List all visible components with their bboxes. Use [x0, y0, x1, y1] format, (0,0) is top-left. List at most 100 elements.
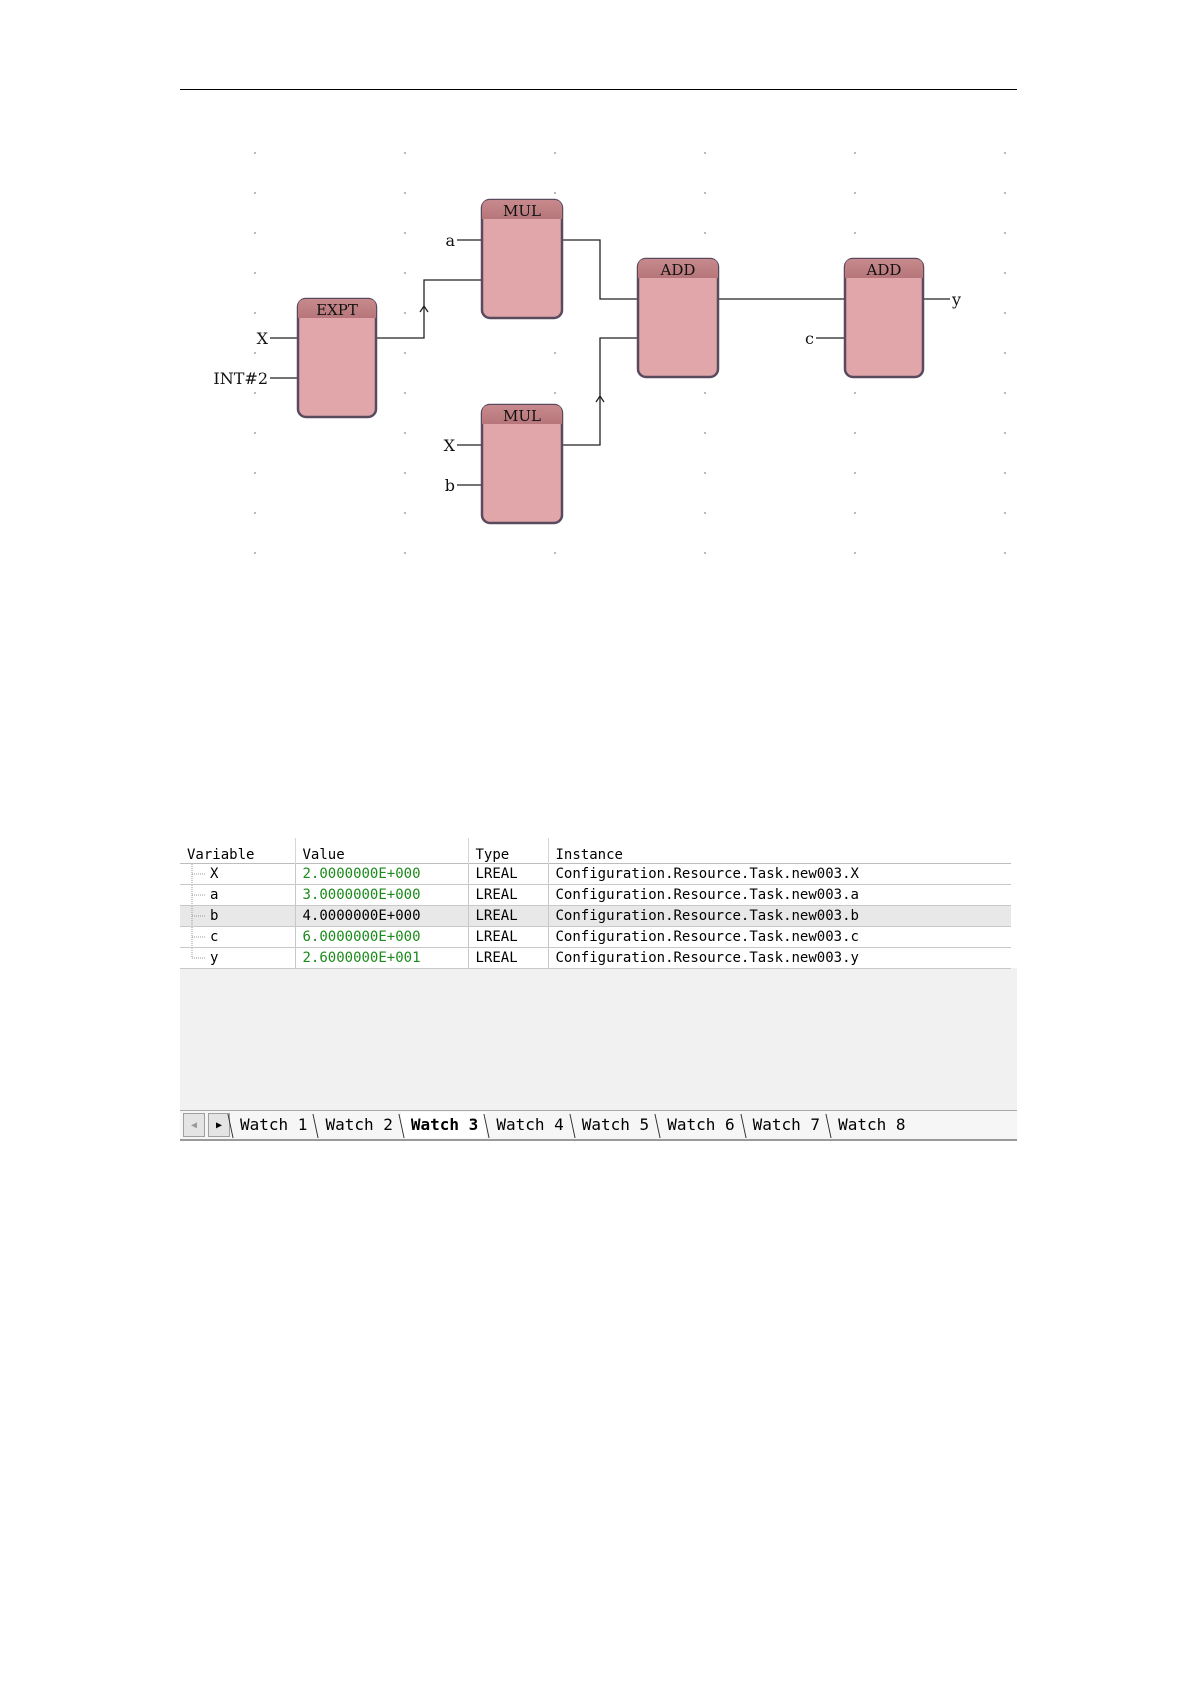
cell-type: LREAL: [467, 926, 548, 948]
grid-dot: [404, 192, 406, 194]
grid-dot: [254, 232, 256, 234]
grid-dot: [254, 352, 256, 354]
block-add-middle-title: ADD: [660, 261, 696, 279]
cell-value: 6.0000000E+000: [294, 926, 468, 948]
block-mul-bottom[interactable]: MUL: [480, 403, 564, 525]
tree-connector-icon: [191, 885, 206, 905]
grid-dot: [404, 152, 406, 154]
grid-dot: [554, 192, 556, 194]
page-header-rule: [180, 89, 1017, 90]
grid-dot: [554, 552, 556, 554]
grid-dot: [704, 152, 706, 154]
grid-dot: [254, 512, 256, 514]
pin-label-expt-int2: INT#2: [213, 369, 268, 388]
grid-dot: [854, 472, 856, 474]
pin-label-add-right-c: c: [805, 329, 814, 348]
watch-empty-area: [180, 968, 1017, 1114]
column-header-instance[interactable]: Instance: [547, 838, 1011, 864]
grid-dot: [854, 232, 856, 234]
grid-dot: [1004, 472, 1006, 474]
grid-dot: [404, 352, 406, 354]
grid-dot: [704, 192, 706, 194]
tab-watch-8[interactable]: Watch 8: [828, 1112, 913, 1138]
grid-dot: [554, 152, 556, 154]
grid-dot: [254, 432, 256, 434]
grid-dot: [254, 152, 256, 154]
grid-dot: [704, 552, 706, 554]
cell-variable: b: [180, 905, 295, 927]
grid-dot: [854, 432, 856, 434]
grid-dot: [404, 552, 406, 554]
column-header-variable[interactable]: Variable: [180, 838, 295, 864]
tree-connector-icon: [191, 948, 206, 959]
grid-dot: [854, 512, 856, 514]
grid-dot: [254, 272, 256, 274]
grid-dot: [404, 432, 406, 434]
tab-watch-4[interactable]: Watch 4: [486, 1112, 571, 1138]
variable-name: a: [210, 887, 219, 903]
column-header-type[interactable]: Type: [467, 838, 548, 864]
grid-dot: [704, 392, 706, 394]
cell-variable: y: [180, 947, 295, 969]
scroll-left-icon[interactable]: ◀: [183, 1113, 205, 1137]
block-mul-top-title: MUL: [503, 202, 541, 220]
grid-dot: [704, 512, 706, 514]
pin-label-add-right-y: y: [951, 290, 961, 309]
cell-instance: Configuration.Resource.Task.new003.a: [547, 884, 1011, 906]
cell-variable: c: [180, 926, 295, 948]
function-block-diagram: EXPT MUL MUL ADD ADD X INT#2 a X b c y: [213, 152, 1006, 554]
block-expt[interactable]: EXPT: [296, 297, 378, 419]
block-mul-top[interactable]: MUL: [480, 198, 564, 320]
grid-dot: [1004, 232, 1006, 234]
grid-dot: [1004, 352, 1006, 354]
pin-label-expt-x: X: [257, 329, 269, 348]
scroll-right-icon[interactable]: ▶: [208, 1113, 230, 1137]
grid-dot: [854, 552, 856, 554]
block-add-middle[interactable]: ADD: [636, 257, 720, 379]
cell-variable: a: [180, 884, 295, 906]
cell-value: 3.0000000E+000: [294, 884, 468, 906]
column-header-value[interactable]: Value: [294, 838, 468, 864]
grid-dot: [1004, 392, 1006, 394]
cell-value: 2.6000000E+001: [294, 947, 468, 969]
block-add-right[interactable]: ADD: [843, 257, 925, 379]
wire-arrow-2: [595, 394, 605, 403]
grid-dot: [404, 512, 406, 514]
tab-watch-3[interactable]: Watch 3: [400, 1112, 487, 1138]
grid-dot: [704, 432, 706, 434]
tab-watch-1[interactable]: Watch 1: [230, 1112, 315, 1138]
tree-connector-icon: [191, 864, 206, 884]
tree-connector-icon: [191, 927, 206, 947]
cell-value: 4.0000000E+000: [294, 905, 468, 927]
tab-watch-5[interactable]: Watch 5: [572, 1112, 657, 1138]
grid-dot: [404, 312, 406, 314]
grid-dot: [254, 312, 256, 314]
cell-instance: Configuration.Resource.Task.new003.b: [547, 905, 1011, 927]
tab-watch-6[interactable]: Watch 6: [657, 1112, 742, 1138]
cell-instance: Configuration.Resource.Task.new003.c: [547, 926, 1011, 948]
pin-label-mul-top-a: a: [445, 231, 455, 250]
cell-type: LREAL: [467, 884, 548, 906]
grid-dot: [554, 392, 556, 394]
pin-label-mul-bottom-b: b: [445, 476, 455, 495]
tab-watch-7[interactable]: Watch 7: [743, 1112, 828, 1138]
grid-dot: [1004, 432, 1006, 434]
grid-dot: [1004, 512, 1006, 514]
wire-expt-to-mul-top: [376, 279, 482, 339]
tab-watch-2[interactable]: Watch 2: [315, 1112, 400, 1138]
grid-dot: [854, 152, 856, 154]
variable-name: c: [210, 929, 219, 945]
grid-dot: [404, 232, 406, 234]
wire-mul-top-to-add: [562, 239, 638, 300]
watch-header-row: Variable Value Type Instance: [180, 838, 1011, 864]
grid-dot: [404, 392, 406, 394]
cell-variable: X: [180, 863, 295, 885]
